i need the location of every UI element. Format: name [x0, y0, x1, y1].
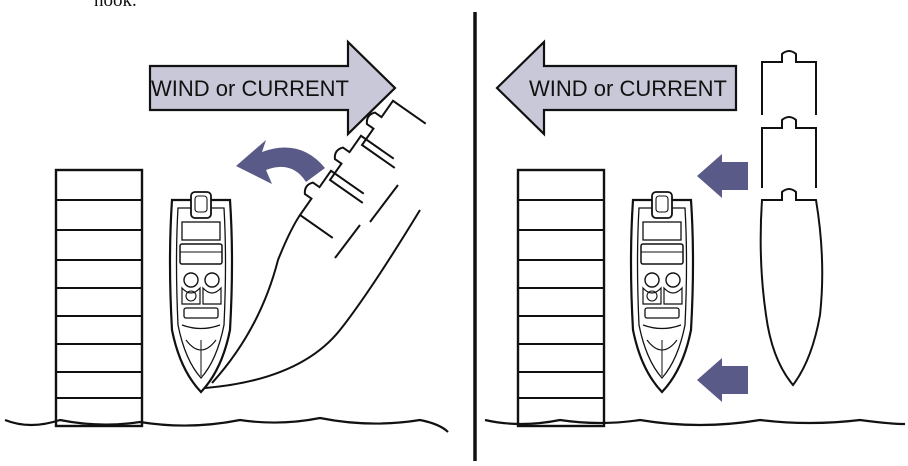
waterline [484, 418, 906, 427]
right-wind-label: WIND or CURRENT [529, 76, 727, 101]
dock-icon [516, 168, 606, 428]
ghost-boat-path [204, 93, 427, 389]
waterline [4, 416, 449, 433]
left-panel: WIND or CURRENT [4, 39, 449, 433]
ghost-boats [759, 50, 824, 387]
boat-icon [629, 190, 695, 394]
left-wind-label: WIND or CURRENT [151, 76, 349, 101]
turn-arrow-icon [236, 140, 325, 184]
dock-icon [54, 168, 144, 428]
boat-icon [168, 190, 234, 394]
wind-arrow-right-icon: WIND or CURRENT [148, 39, 397, 137]
right-panel: WIND or CURRENT [484, 39, 906, 428]
push-arrow-icon [697, 154, 748, 198]
push-arrow-icon [697, 358, 748, 402]
wind-arrow-left-icon: WIND or CURRENT [495, 39, 738, 137]
partial-caption: hook. [94, 0, 137, 11]
